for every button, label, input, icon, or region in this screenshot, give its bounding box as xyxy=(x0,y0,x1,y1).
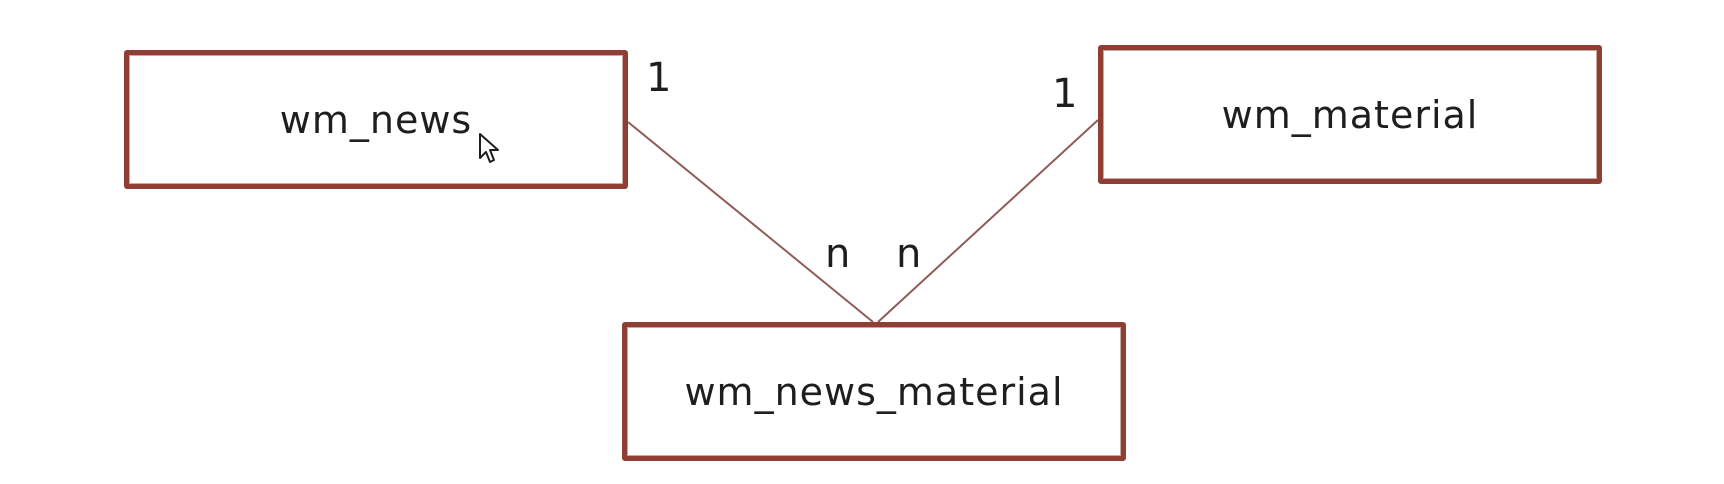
cardinality-news-many: n xyxy=(825,231,851,277)
entity-wm-news-material[interactable]: wm_news_material xyxy=(622,322,1126,461)
connector-news-to-news-material xyxy=(627,121,874,323)
entity-label: wm_news xyxy=(279,97,473,142)
cardinality-material-many: n xyxy=(896,231,922,277)
connector-material-to-news-material xyxy=(877,119,1099,323)
entity-label: wm_news_material xyxy=(684,369,1064,414)
mouse-pointer-icon xyxy=(479,133,499,163)
entity-wm-material[interactable]: wm_material xyxy=(1098,45,1602,184)
cardinality-material-one: 1 xyxy=(1052,71,1078,117)
entity-label: wm_material xyxy=(1221,92,1479,137)
cardinality-news-one: 1 xyxy=(646,55,672,101)
entity-wm-news[interactable]: wm_news xyxy=(124,50,628,189)
